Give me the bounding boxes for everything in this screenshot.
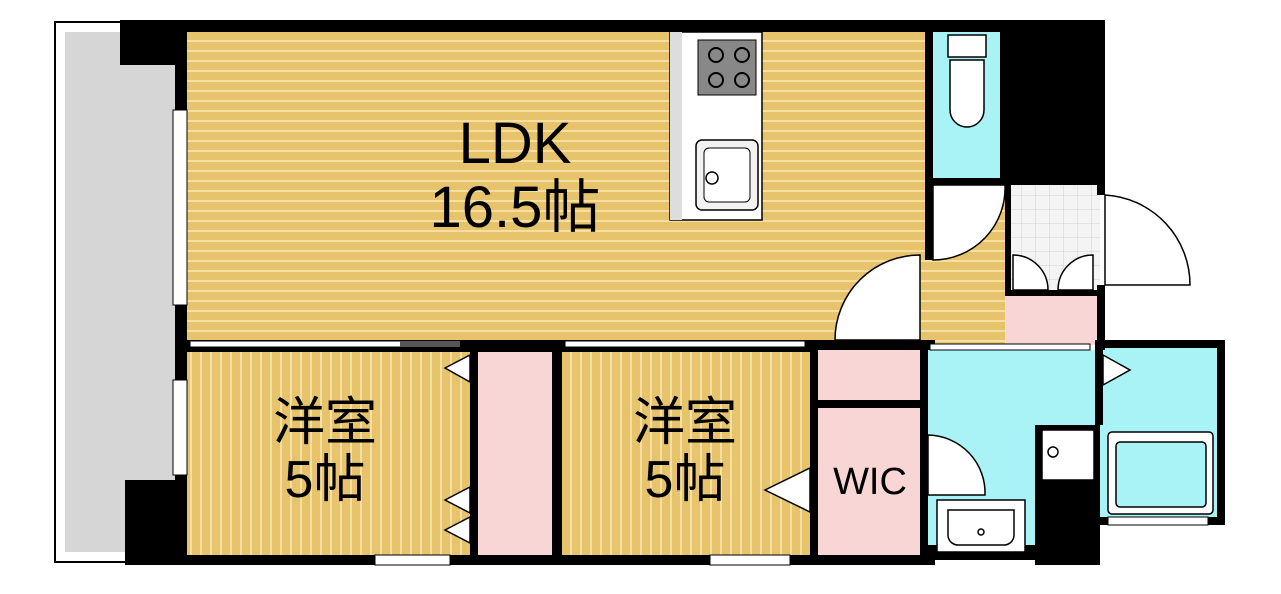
wic-label: WIC — [818, 461, 922, 504]
bedroom1-floor — [185, 350, 470, 560]
ldk-size: 16.5帖 — [429, 174, 601, 240]
door-swings — [834, 184, 1191, 496]
bedroom1-size: 5帖 — [284, 451, 366, 510]
washing-machine-pan — [1041, 429, 1095, 481]
sliding-doors — [189, 340, 1091, 351]
wic-name: WIC — [833, 461, 907, 503]
kitchen-counter — [669, 31, 763, 221]
ldk-floor — [185, 30, 925, 345]
balcony — [54, 21, 186, 563]
bedroom2-size: 5帖 — [644, 451, 726, 510]
toilet — [947, 34, 987, 128]
wic-floor — [815, 405, 925, 560]
wash-basin — [936, 499, 1026, 553]
bedroom1-name: 洋室 — [272, 394, 377, 452]
ldk-name: LDK — [458, 111, 572, 176]
bedroom2-name: 洋室 — [632, 394, 737, 452]
bathtub — [1107, 431, 1214, 515]
windows — [172, 109, 1209, 566]
closet-hall — [815, 350, 925, 405]
closet-door-markers — [443, 353, 1132, 545]
bedroom2-floor — [560, 350, 810, 560]
shoe-closet — [1005, 295, 1100, 345]
closet-1 — [470, 350, 560, 560]
bedroom2-label: 洋室 5帖 — [600, 394, 770, 510]
bedroom1-label: 洋室 5帖 — [240, 394, 410, 510]
ldk-label: LDK 16.5帖 — [415, 112, 615, 240]
